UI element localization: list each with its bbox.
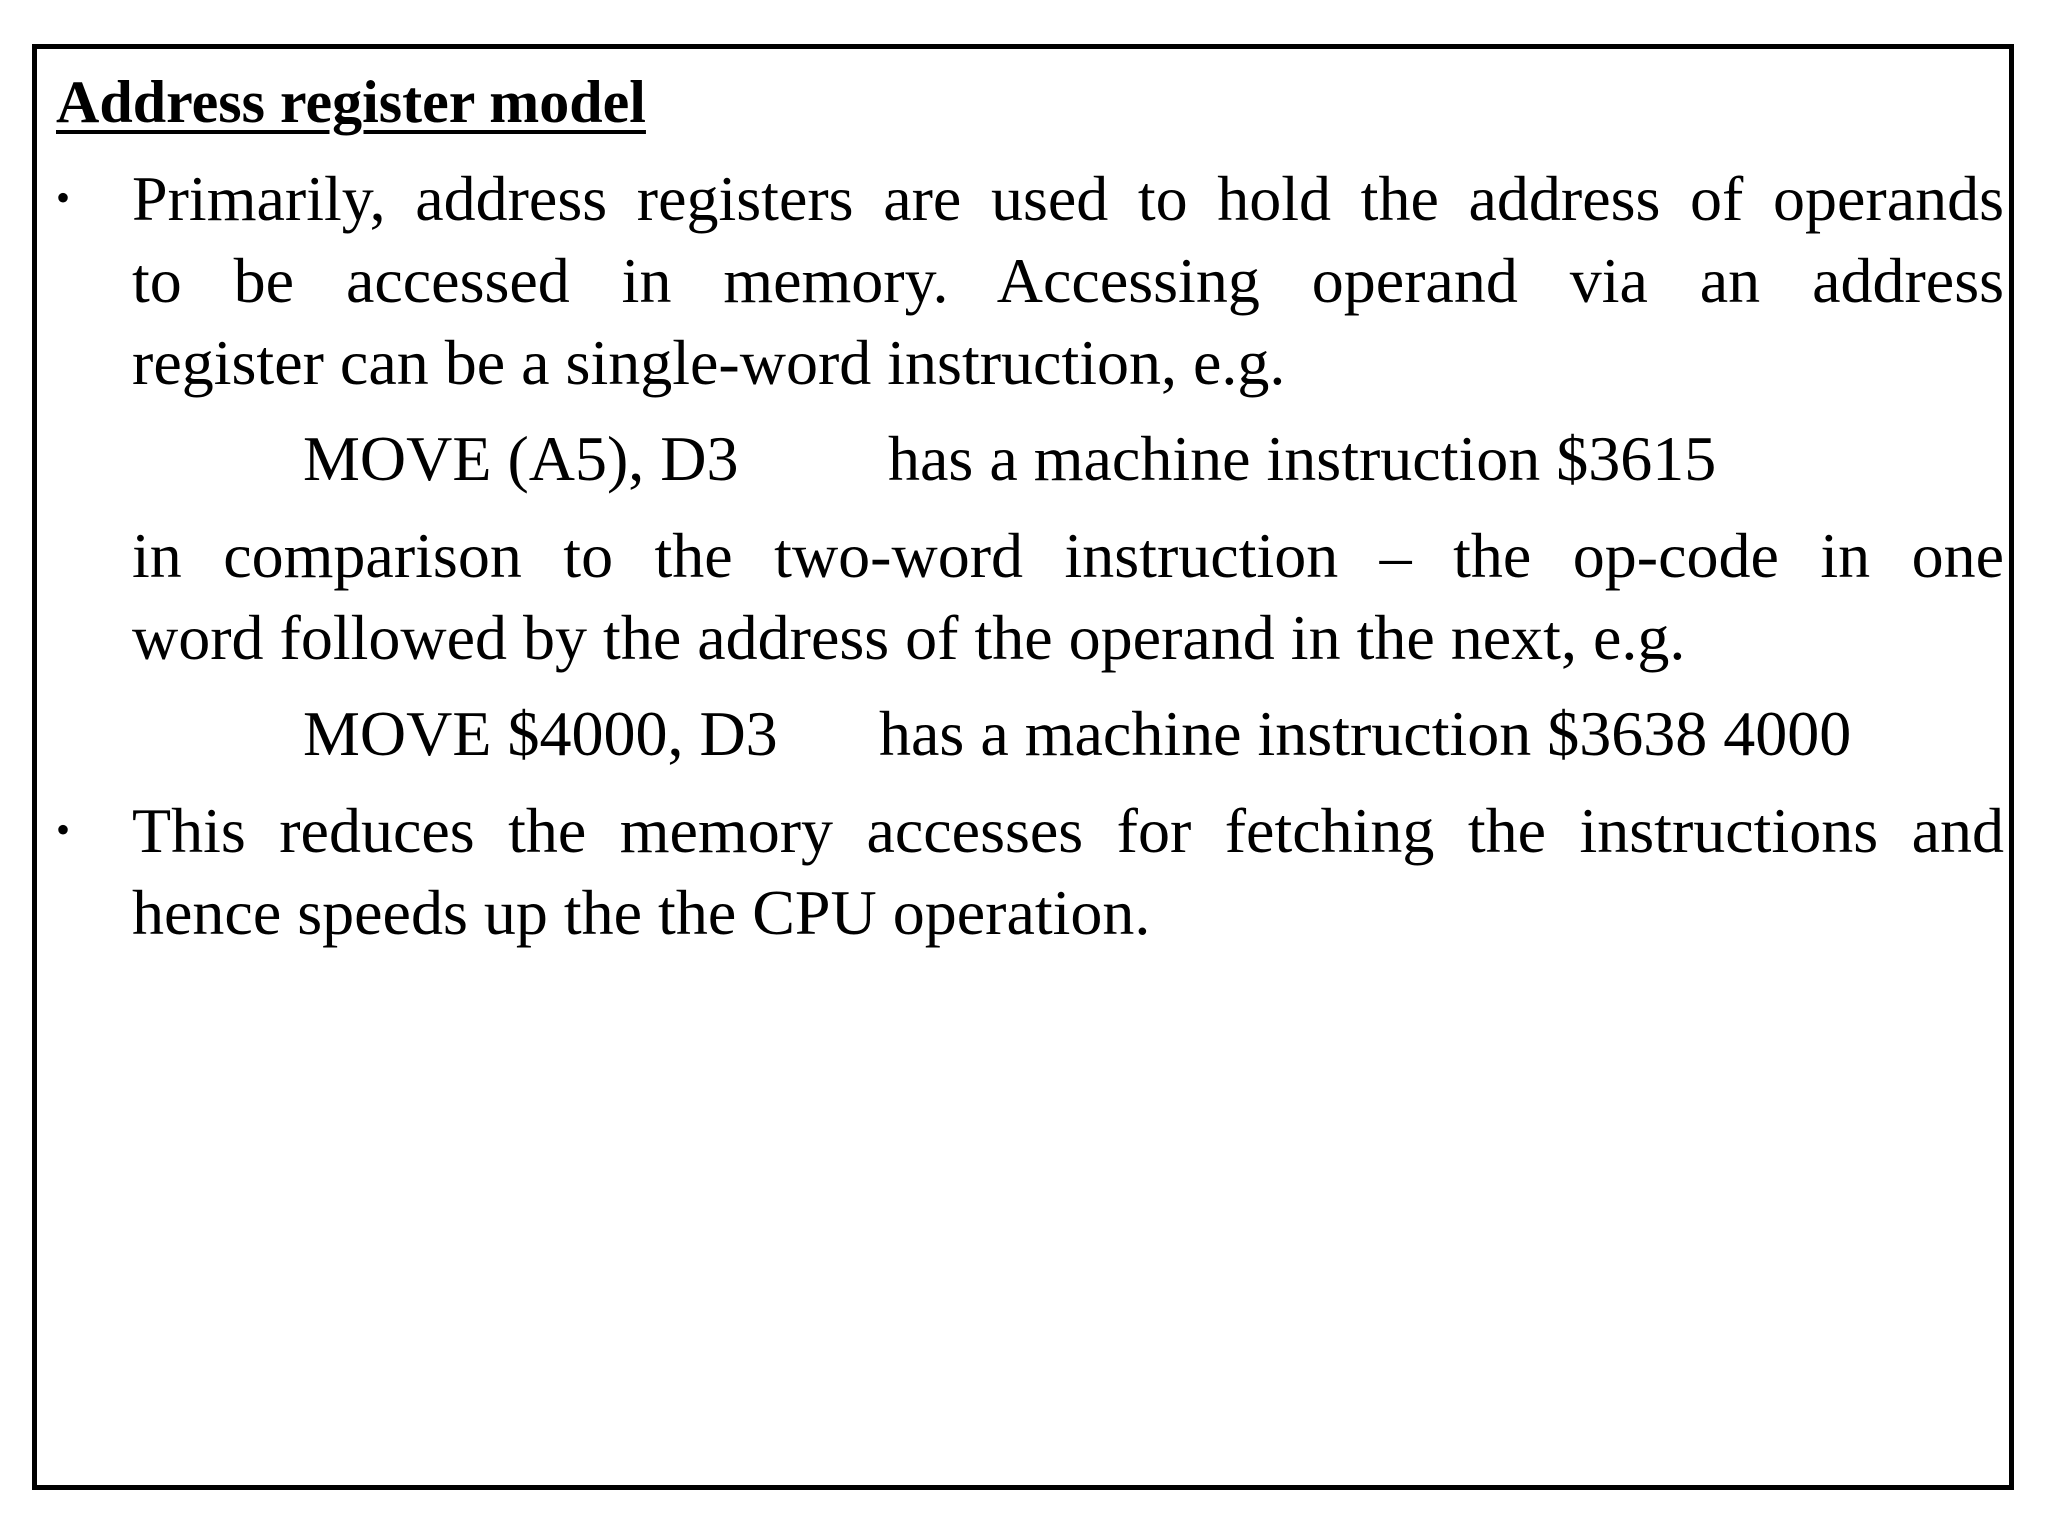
paragraph-line: word followed by the address of the oper… (132, 602, 1686, 673)
example-line-1: MOVE (A5), D3 has a machine instruction … (303, 418, 1716, 500)
example-instruction: MOVE $4000, D3 (303, 698, 778, 769)
paragraph-line: to be accessed in memory. Accessing oper… (132, 245, 2004, 316)
paragraph-line: register can be a single-word instructio… (132, 327, 1286, 398)
paragraph-line: Primarily, address registers are used to… (132, 163, 2004, 234)
bullet-paragraph-2: This reduces the memory accesses for fet… (132, 790, 2004, 954)
example-description: has a machine instruction $3615 (888, 423, 1717, 494)
paragraph-line: This reduces the memory accesses for fet… (132, 795, 2004, 866)
bullet-marker-1: • (56, 175, 71, 220)
example-description: has a machine instruction $3638 4000 (879, 698, 1852, 769)
paragraph-line: hence speeds up the the CPU operation. (132, 877, 1151, 948)
example-instruction: MOVE (A5), D3 (303, 423, 739, 494)
slide-title: Address register model (56, 69, 646, 135)
example-line-2: MOVE $4000, D3 has a machine instruction… (303, 693, 1851, 775)
bullet-paragraph-1: Primarily, address registers are used to… (132, 158, 2004, 404)
paragraph-line: in comparison to the two-word instructio… (132, 520, 2004, 591)
bullet-marker-2: • (56, 807, 71, 852)
comparison-paragraph: in comparison to the two-word instructio… (132, 515, 2004, 679)
slide-frame (32, 44, 2014, 1490)
